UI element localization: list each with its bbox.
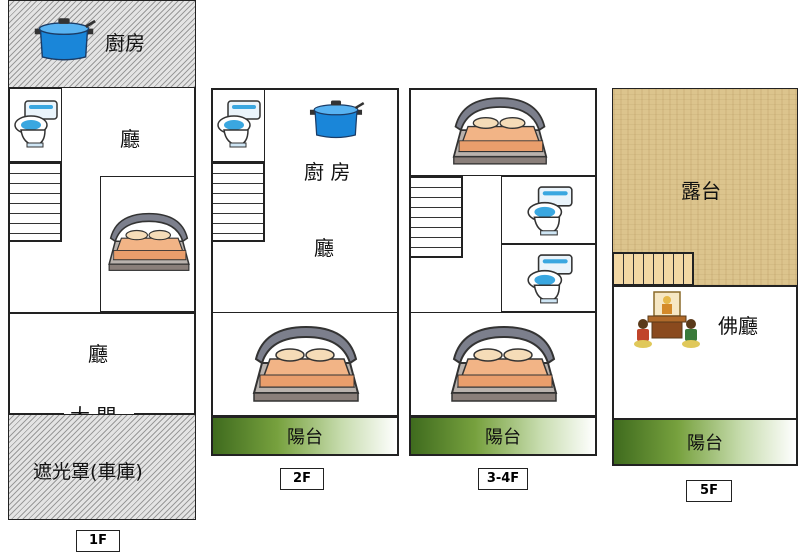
staircase-3-4f: [409, 176, 463, 258]
toilet-icon: [524, 185, 576, 237]
bed-icon: [246, 319, 366, 409]
toilet-room-3-4f-a: [501, 176, 597, 244]
kitchen-label-2f: 廚 房: [304, 160, 351, 184]
staircase-2f: [211, 162, 265, 242]
balcony-label-5f: 陽台: [687, 433, 723, 454]
staircase-5f: [612, 252, 694, 286]
toilet-room-3-4f-b: [501, 244, 597, 312]
bedroom-3-4f-upper: [409, 88, 597, 176]
toilet-room-1f: [8, 88, 62, 162]
bed-icon: [444, 319, 564, 409]
bedroom-3-4f-lower: [409, 312, 597, 416]
terrace-divider: [612, 285, 798, 287]
toilet-room-2f: [211, 88, 265, 162]
divider-1f: [8, 312, 196, 314]
floor-tag-1f: 1F: [76, 530, 120, 552]
balcony-3-4f: 陽台: [409, 416, 597, 456]
bed-icon: [103, 207, 195, 277]
balcony-label-3-4f: 陽台: [485, 427, 521, 448]
hall-label-2f: 廳: [314, 236, 334, 260]
cooking-pot-icon: [31, 15, 97, 63]
toilet-icon: [214, 99, 264, 149]
bed-icon: [446, 91, 554, 171]
bedroom-1f: [100, 176, 196, 312]
garage-1f: 遮光罩(車庫): [8, 414, 196, 520]
balcony-5f: 陽台: [612, 418, 798, 466]
kitchen-label-1f: 廚房: [105, 31, 145, 55]
floor-tag-3-4f: 3-4F: [478, 468, 528, 490]
buddha-hall-label: 佛廳: [718, 314, 758, 338]
balcony-label-2f: 陽台: [287, 427, 323, 448]
staircase-1f: [8, 162, 62, 242]
toilet-icon: [11, 99, 61, 149]
hall-label-1f-upper: 廳: [120, 127, 140, 151]
terrace-label: 露台: [681, 179, 721, 203]
balcony-2f: 陽台: [211, 416, 399, 456]
garage-label: 遮光罩(車庫): [33, 461, 143, 483]
bedroom-2f: [211, 312, 399, 416]
cooking-pot-icon: [306, 98, 366, 140]
toilet-icon: [524, 253, 576, 305]
hall-label-1f-lower: 廳: [88, 342, 108, 366]
floor-tag-2f: 2F: [280, 468, 324, 490]
floor-tag-5f: 5F: [686, 480, 732, 502]
kitchen-1f: 廚房: [8, 0, 196, 88]
buddha-altar-icon: [634, 291, 700, 348]
